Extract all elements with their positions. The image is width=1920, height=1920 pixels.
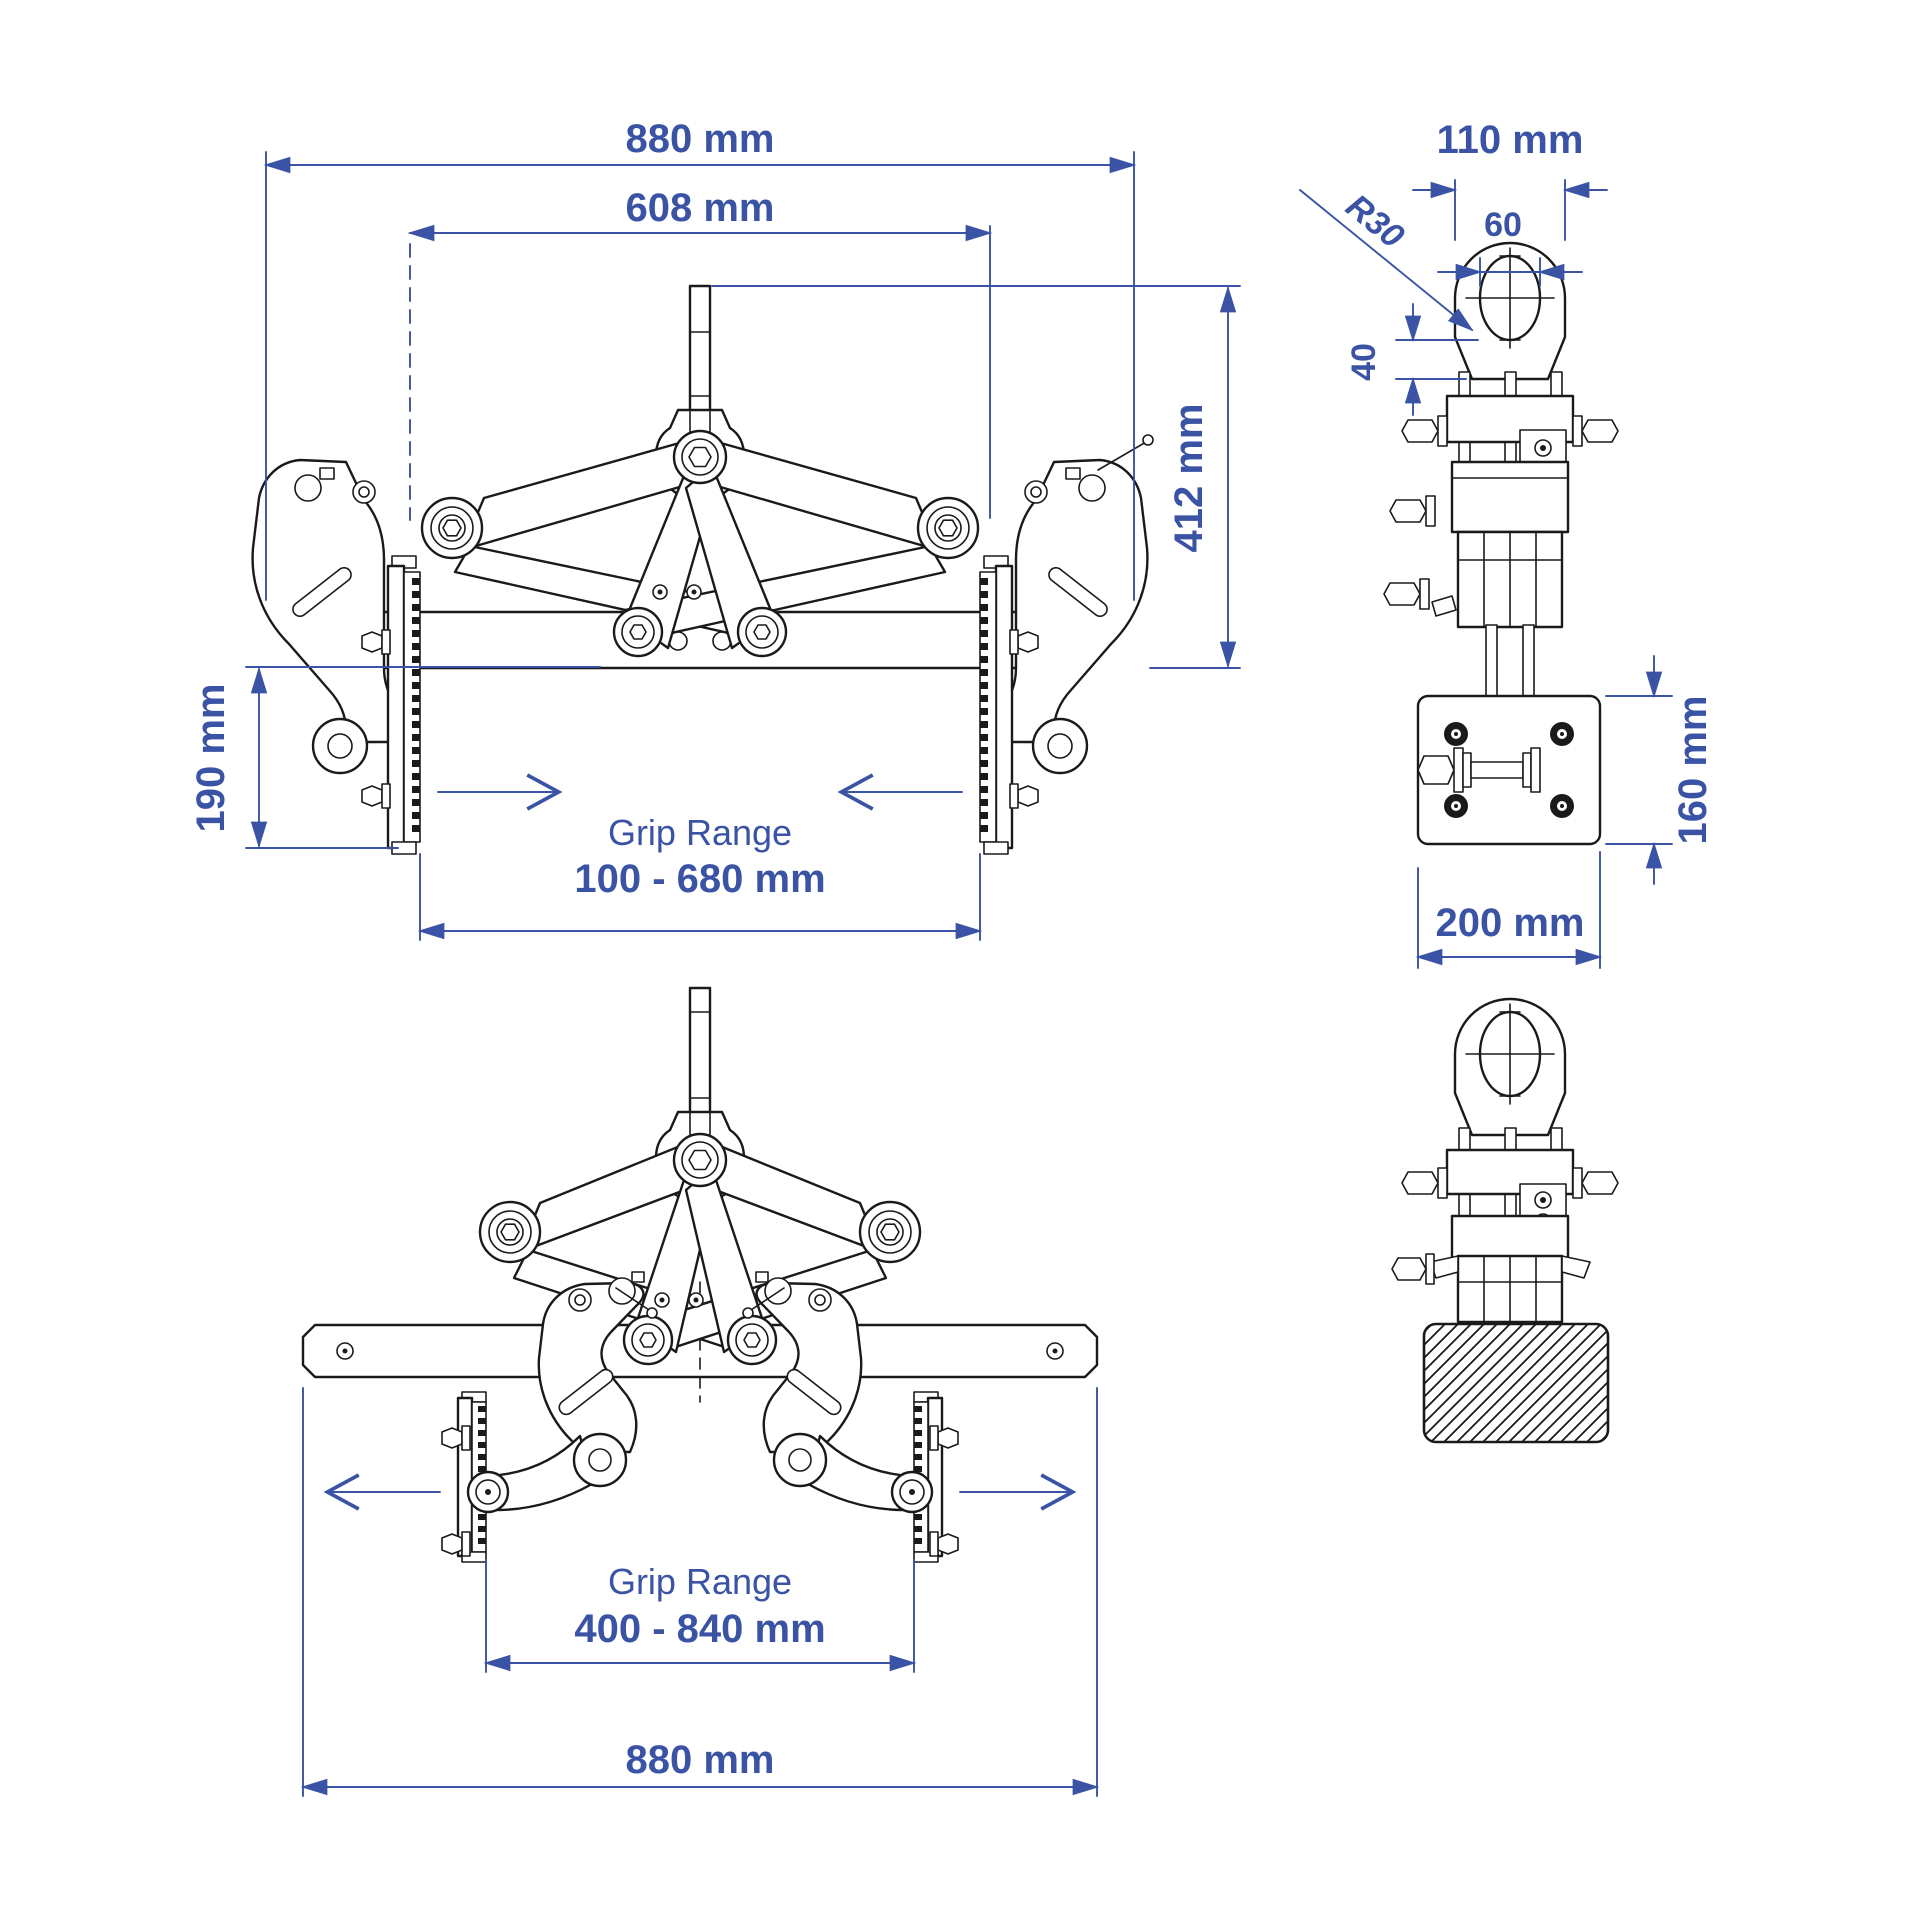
safety-pin-head — [1142, 434, 1154, 446]
shackle-eye-gripping — [1453, 997, 1567, 1137]
side-body-gripping — [1391, 1127, 1619, 1324]
dimension-110: 110 mm — [1412, 118, 1608, 241]
jaw-bracket-right — [979, 458, 1149, 855]
grip-range-closed: Grip Range 100 - 680 mm — [417, 773, 983, 941]
grip-pad-left-open — [441, 1391, 510, 1563]
jaw-bracket-left-open — [441, 1271, 658, 1563]
front-view-closed: 880 mm 608 mm 412 mm 190 mm Grip Range 1… — [189, 117, 1241, 941]
dim-height: 412 mm — [1167, 404, 1211, 553]
grip-range-label-open: Grip Range — [608, 1561, 792, 1602]
dimension-r30: R30 — [1299, 187, 1474, 332]
dim-eye-hole-width: 60 — [1484, 206, 1522, 244]
dim-overall-width-closed: 880 mm — [626, 117, 775, 161]
side-body — [1383, 371, 1619, 771]
grip-pad-left — [361, 555, 421, 855]
dim-head-width: 110 mm — [1437, 118, 1584, 162]
dimension-608: 608 mm — [407, 186, 993, 521]
pad-plate — [1416, 694, 1602, 846]
grip-range-value-open: 400 - 840 mm — [574, 1607, 825, 1651]
dimension-880-top: 880 mm — [263, 117, 1137, 601]
pivot-bolts-open — [478, 1132, 922, 1366]
safety-pin-wire — [1097, 441, 1147, 471]
dim-pad-plate-height: 160 mm — [1671, 696, 1715, 845]
lifting-shank — [688, 284, 712, 416]
dimension-200: 200 mm — [1415, 851, 1603, 969]
dim-jaw-height: 190 mm — [189, 684, 233, 833]
pivot-bolts — [420, 429, 980, 658]
dimension-160: 160 mm — [1605, 655, 1715, 885]
dimension-412: 412 mm — [711, 285, 1241, 669]
shackle-eye — [1453, 241, 1567, 381]
dim-eye-depth: 40 — [1345, 343, 1383, 381]
grip-range-label-closed: Grip Range — [608, 812, 792, 853]
dimension-190: 190 mm — [189, 666, 601, 849]
dimension-40: 40 — [1345, 303, 1479, 416]
dim-pad-plate-width: 200 mm — [1436, 901, 1585, 945]
front-view-open: Grip Range 400 - 840 mm 880 mm — [300, 986, 1100, 1797]
dim-eye-radius: R30 — [1339, 187, 1411, 256]
side-view-gripping — [1391, 997, 1619, 1444]
side-view: 110 mm R30 60 40 160 mm — [1299, 118, 1715, 969]
grip-range-value-closed: 100 - 680 mm — [574, 857, 825, 901]
jaw-bracket-right-open — [742, 1271, 959, 1563]
dimension-60: 60 — [1437, 206, 1583, 287]
dimension-880-bottom: 880 mm — [300, 1387, 1100, 1797]
gripped-block — [1422, 1322, 1610, 1444]
dim-overall-width-open: 880 mm — [626, 1738, 775, 1782]
dim-arm-span: 608 mm — [626, 186, 775, 230]
jaw-bracket-left — [251, 458, 421, 855]
grip-range-open: Grip Range 400 - 840 mm — [323, 1473, 1077, 1673]
